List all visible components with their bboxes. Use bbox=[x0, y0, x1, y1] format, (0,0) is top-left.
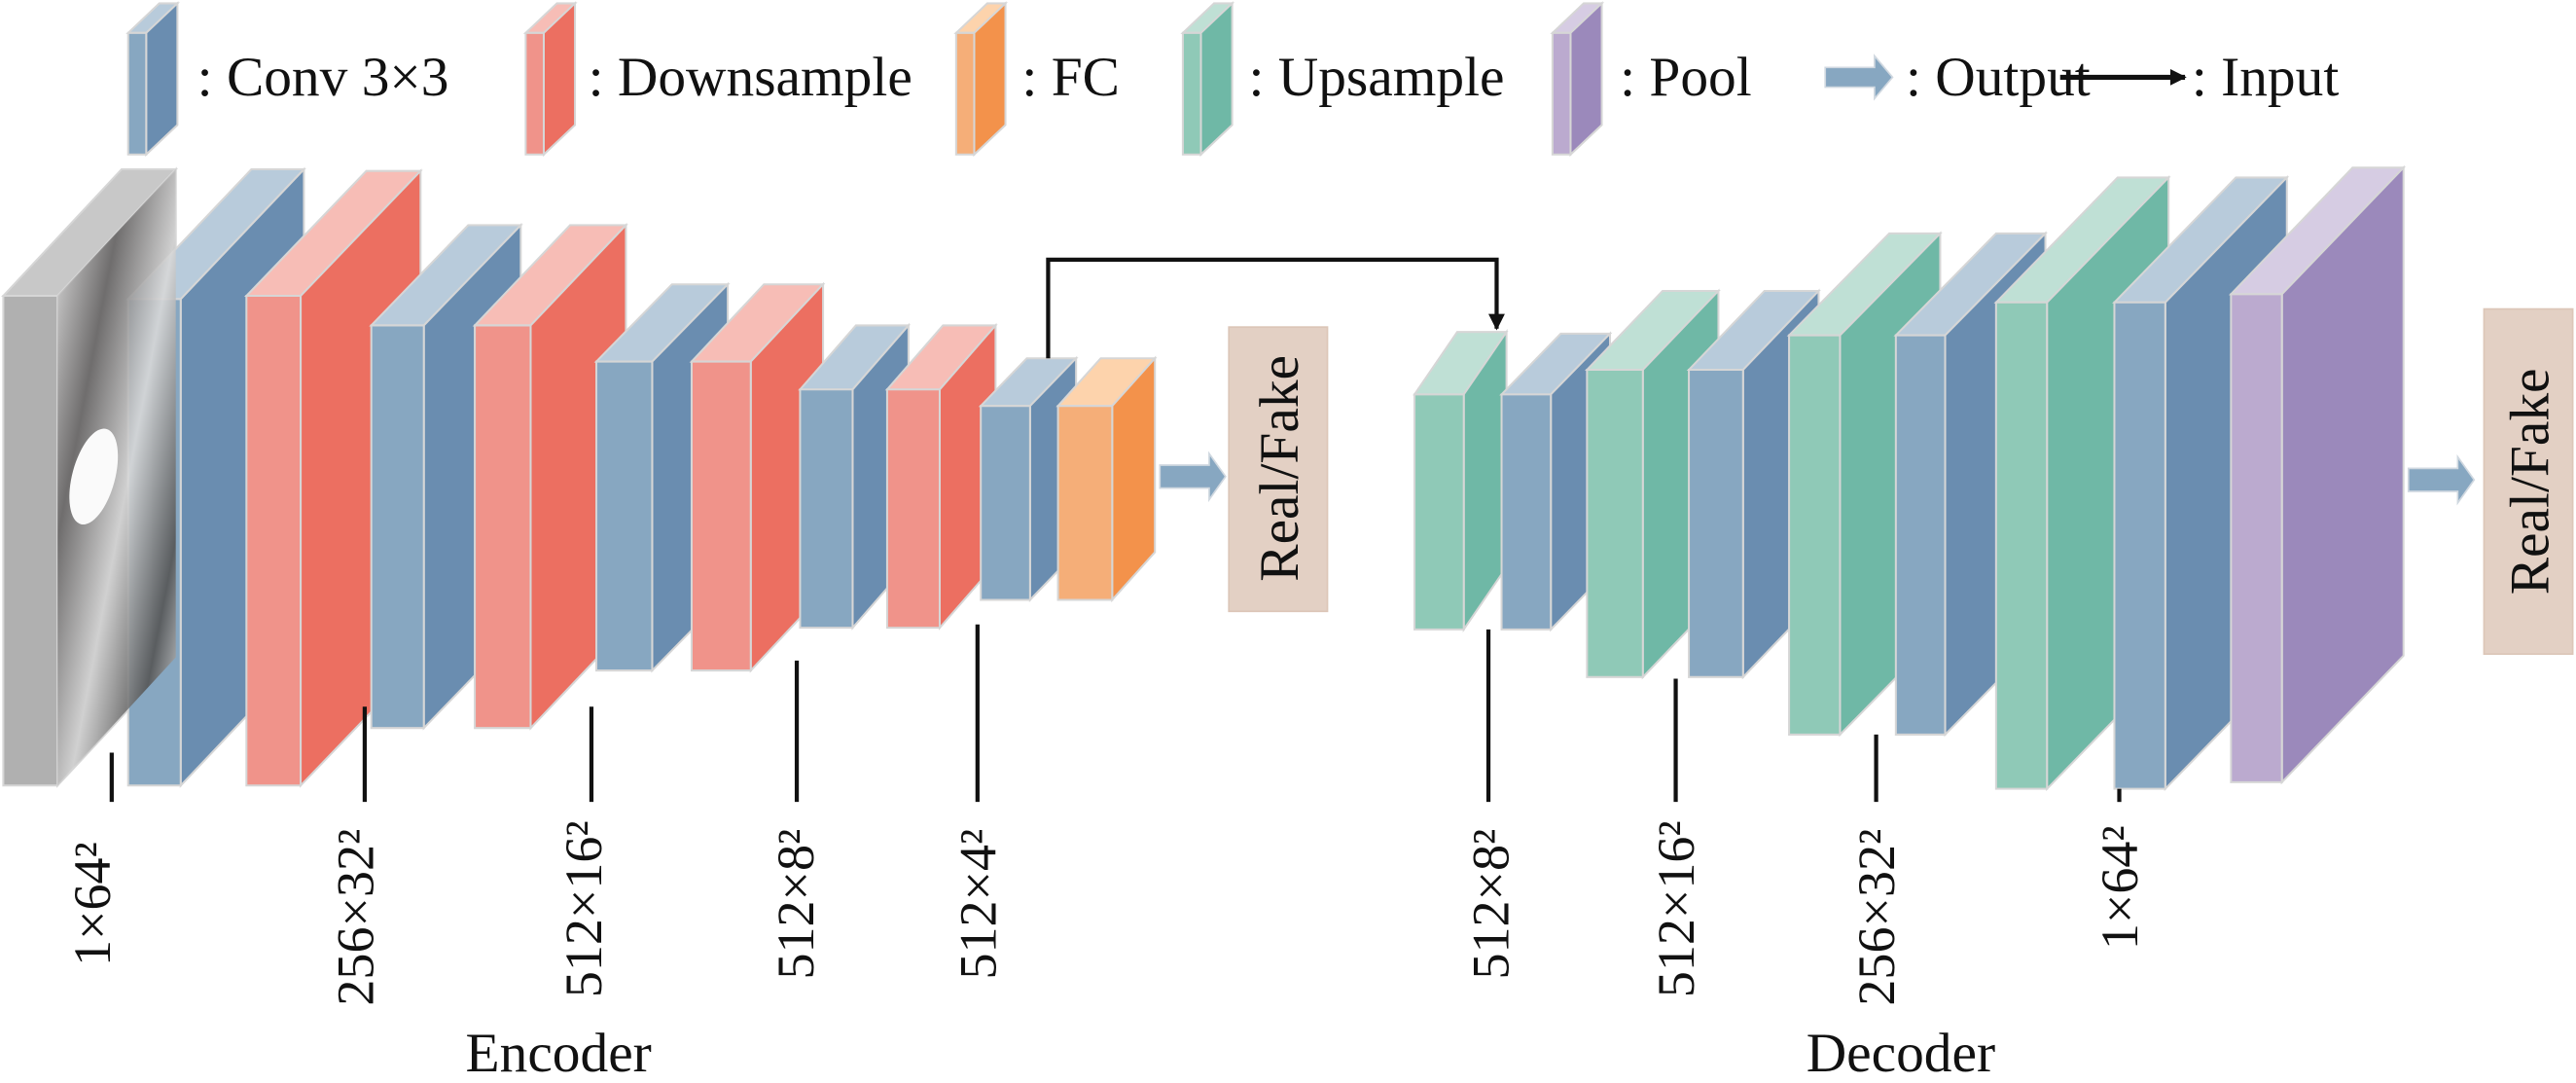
legend-down-icon bbox=[522, 1, 578, 158]
up-layer-block bbox=[1413, 328, 1509, 633]
encoder-dim-label: 256×32² bbox=[326, 829, 384, 1006]
up-layer-block-front bbox=[1586, 369, 1644, 678]
dimension-leader-lines bbox=[109, 624, 2122, 803]
encoder-title: Encoder bbox=[466, 1023, 652, 1083]
down-layer-block-front bbox=[245, 295, 303, 787]
conv-layer-block-front bbox=[1688, 369, 1744, 678]
encoder-dim-label: 512×16² bbox=[555, 820, 613, 997]
up-layer-block-front bbox=[1413, 393, 1465, 631]
decoder-title: Decoder bbox=[1807, 1023, 1995, 1083]
legend-pool-icon-front bbox=[1551, 31, 1572, 156]
legend-input-label: : Input bbox=[2192, 47, 2340, 108]
legend-fc-icon-front bbox=[954, 31, 976, 156]
decoder-dim-label: 512×16² bbox=[1647, 820, 1705, 997]
encoder-output-box: Real/Fake bbox=[1228, 326, 1329, 613]
legend-conv-label: : Conv 3×3 bbox=[197, 47, 449, 108]
conv-layer-block-front bbox=[799, 388, 854, 630]
conv-layer-block-front bbox=[980, 405, 1031, 601]
up-layer-block-front bbox=[1994, 301, 2049, 790]
legend-up-icon-front bbox=[1181, 31, 1202, 156]
conv-layer-block-front bbox=[1894, 334, 1947, 736]
legend-conv-icon bbox=[125, 1, 180, 158]
legend-downsample-label: : Downsample bbox=[589, 47, 912, 108]
down-layer-block bbox=[884, 322, 998, 631]
decoder-dim-label: 512×8² bbox=[1461, 829, 1520, 980]
encoder-dim-label: 512×8² bbox=[767, 829, 825, 980]
conv-layer-block-front bbox=[2113, 301, 2166, 790]
down-layer-block-front bbox=[885, 388, 941, 630]
legend: : Conv 3×3 : Downsample : FC : Upsample … bbox=[125, 1, 2340, 158]
decoder-dim-label: 1×64² bbox=[2091, 825, 2149, 950]
legend-fc-icon bbox=[953, 1, 1009, 158]
decoder-output-box: Real/Fake bbox=[2483, 307, 2574, 656]
decoder-output-label: Real/Fake bbox=[2499, 368, 2560, 595]
legend-down-icon-front bbox=[524, 31, 545, 156]
legend-conv-icon-front bbox=[126, 31, 148, 156]
decoder-output-arrow-icon bbox=[2407, 453, 2476, 506]
legend-up-icon bbox=[1180, 1, 1235, 158]
encoder-dim-label: 1×64² bbox=[63, 842, 122, 966]
legend-pool-icon bbox=[1550, 1, 1605, 158]
skip-connection-arrow bbox=[1046, 257, 1505, 359]
down-layer-block-front bbox=[690, 360, 752, 672]
encoder-output-label: Real/Fake bbox=[1249, 355, 1310, 582]
conv-layer-block-front bbox=[595, 360, 654, 672]
legend-output-label: : Output bbox=[1906, 47, 2091, 108]
encoder-output-arrow-icon bbox=[1159, 451, 1227, 503]
down-layer-block-front bbox=[474, 324, 532, 730]
decoder-dim-label: 256×32² bbox=[1847, 829, 1906, 1006]
conv-layer-block-front bbox=[370, 324, 425, 730]
input-layer-block-front bbox=[2, 295, 59, 787]
fc-layer-block bbox=[1055, 355, 1158, 603]
pool-layer-block-front bbox=[2230, 293, 2283, 783]
pool-layer-block bbox=[2228, 164, 2407, 785]
up-layer-block-front bbox=[1788, 334, 1842, 736]
legend-pool-label: : Pool bbox=[1620, 47, 1752, 108]
conv-layer-block-front bbox=[1500, 393, 1553, 631]
legend-output-arrow-icon bbox=[1824, 54, 1894, 101]
legend-upsample-label: : Upsample bbox=[1248, 47, 1504, 108]
network-blocks bbox=[1, 164, 2407, 792]
fc-layer-block-front bbox=[1056, 405, 1114, 601]
legend-fc-label: : FC bbox=[1021, 47, 1120, 108]
input-image bbox=[57, 168, 176, 786]
encoder-dim-label: 512×4² bbox=[948, 829, 1007, 980]
